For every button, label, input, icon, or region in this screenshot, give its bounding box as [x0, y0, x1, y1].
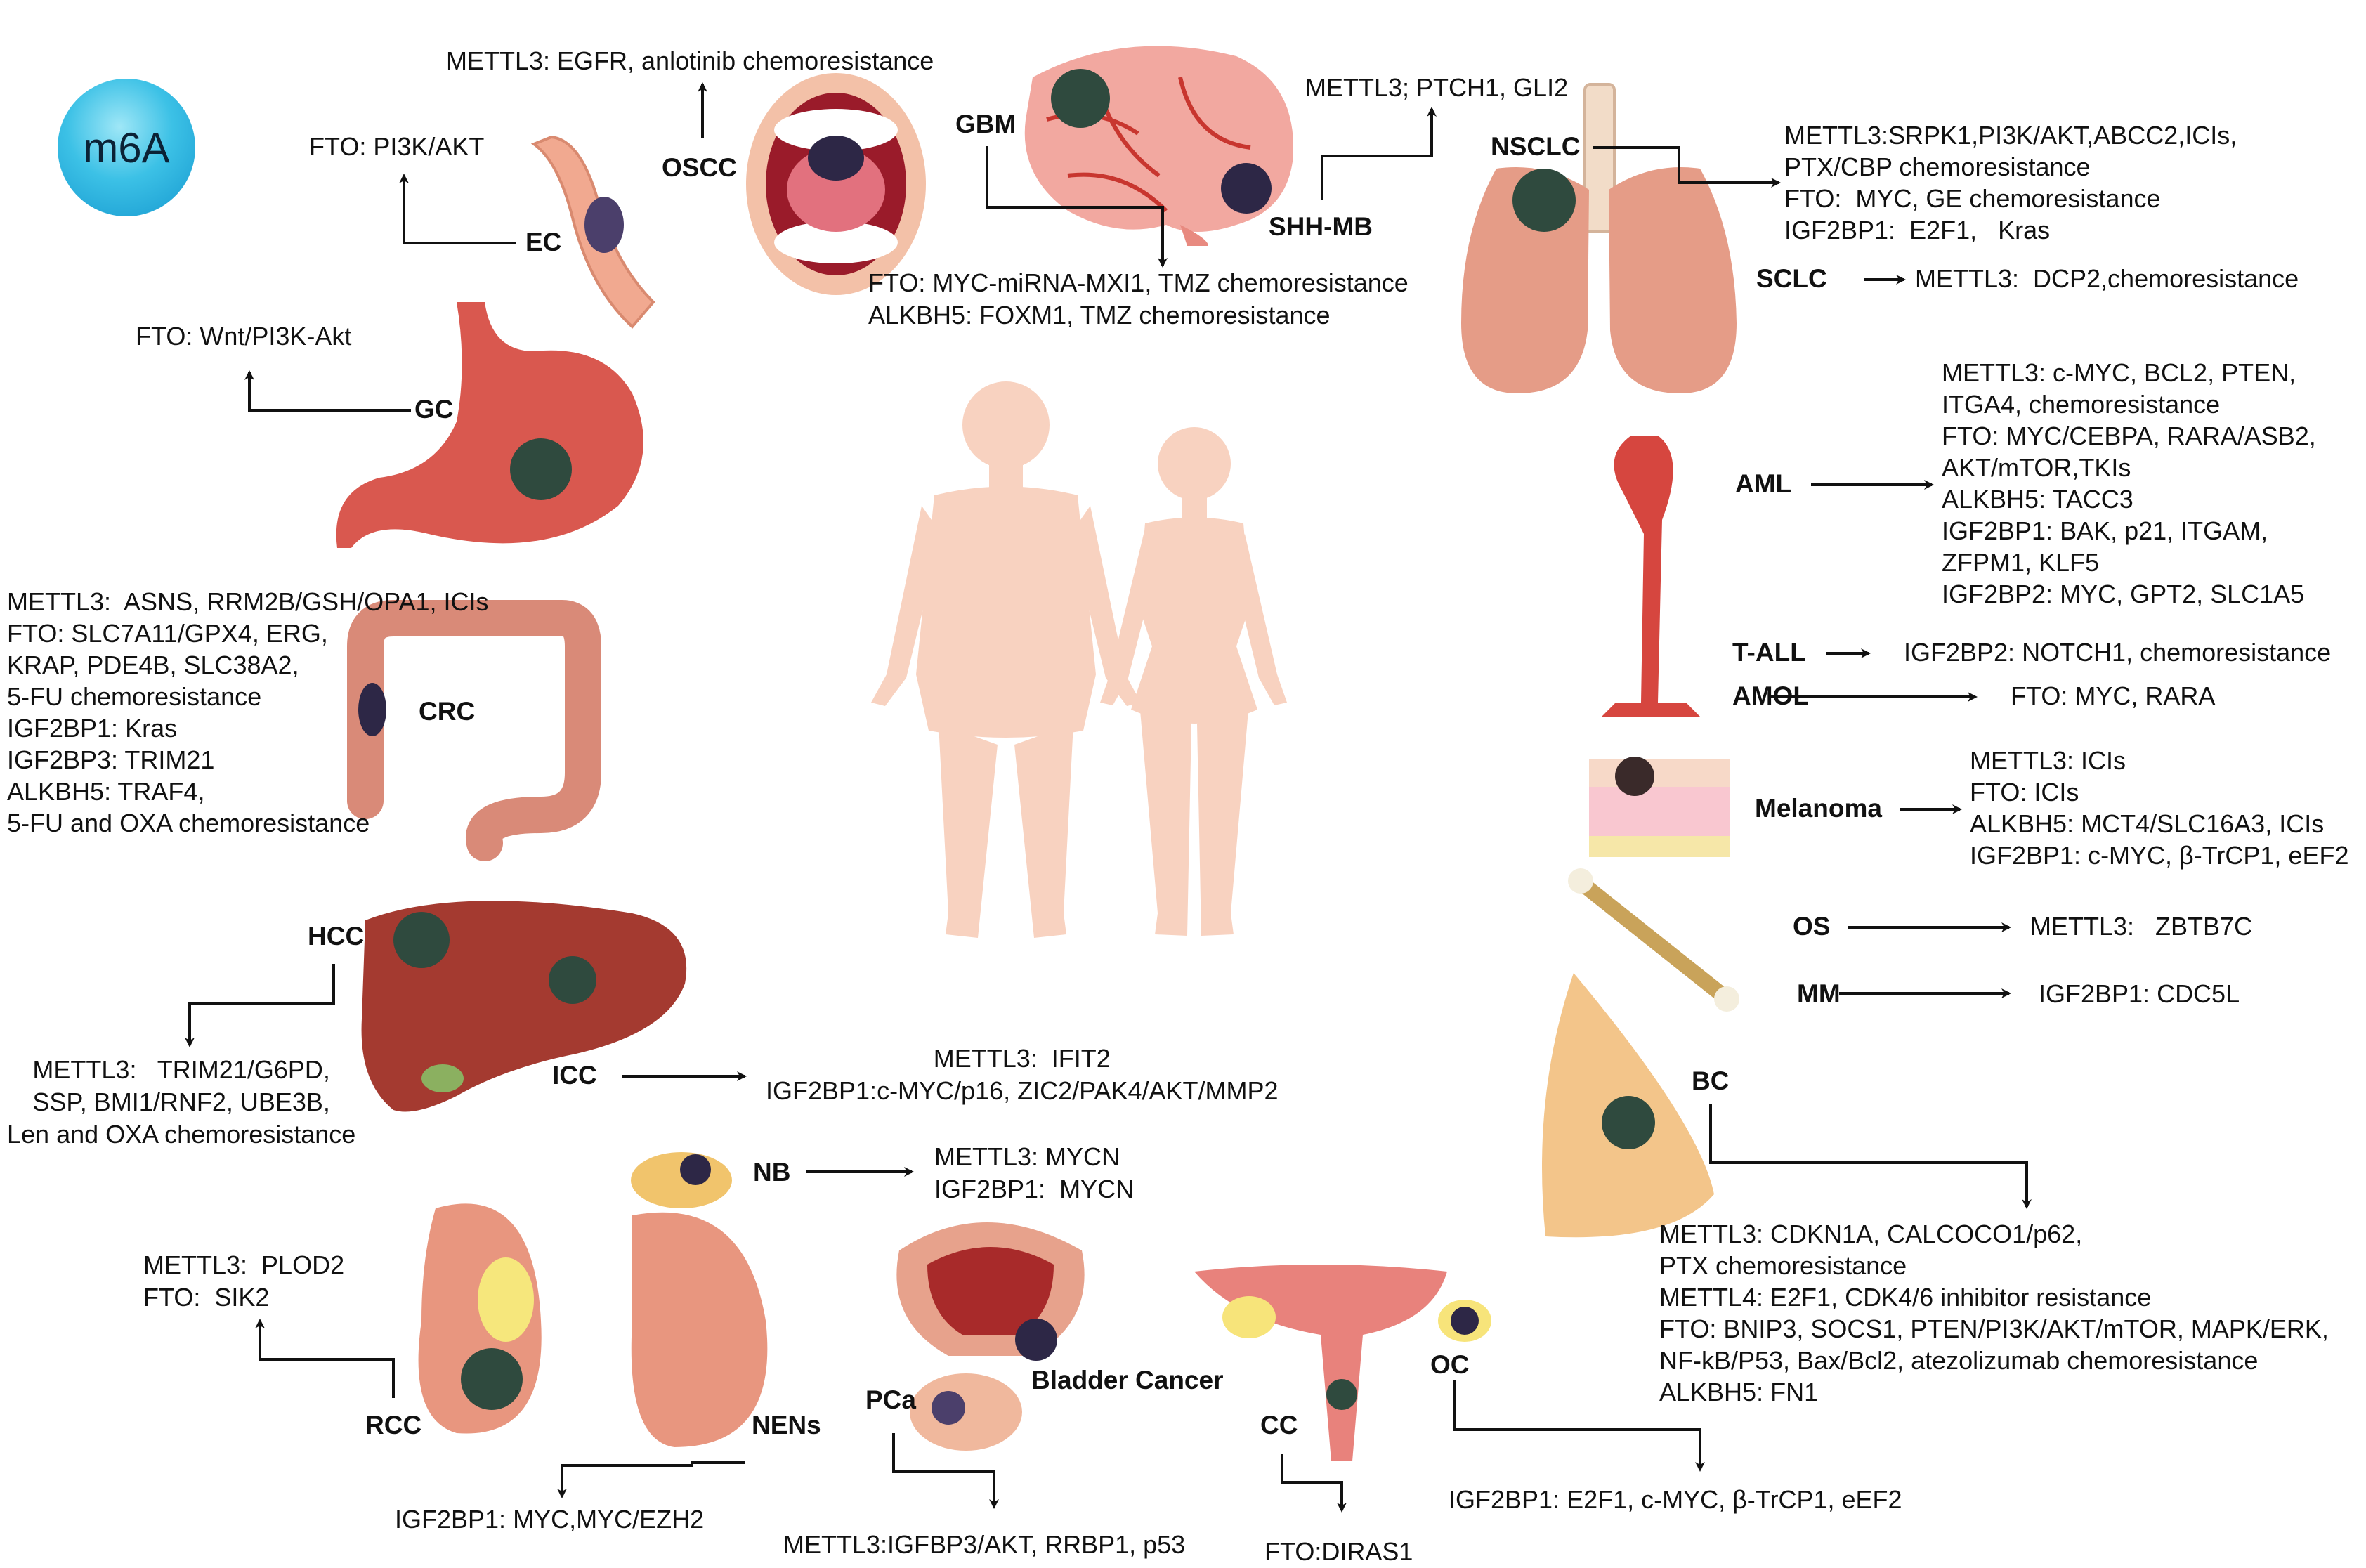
label-nb: NB [753, 1158, 791, 1187]
esophagus-illustration [530, 135, 655, 329]
targets-melanoma: METTL3: ICIs FTO: ICIs ALKBH5: MCT4/SLC1… [1970, 746, 2349, 870]
targets-nens: IGF2BP1: MYC,MYC/EZH2 [395, 1505, 705, 1534]
skin-illustration [1589, 757, 1730, 857]
bone-illustration [1568, 868, 1739, 1012]
arrow-shhmb [1321, 107, 1437, 200]
targets-gbm: FTO: MYC-miRNA-MXI1, TMZ chemoresistance… [868, 268, 1409, 329]
kidneys-illustration [418, 1152, 768, 1447]
arrow-pca [892, 1433, 999, 1509]
arrow-rcc [255, 1319, 395, 1398]
arrow-cc [1281, 1454, 1347, 1513]
aorta-illustration [1602, 436, 1700, 717]
arrow-bc [1709, 1104, 2032, 1209]
targets-ec: FTO: PI3K/AKT [309, 132, 485, 161]
uterus-illustration [1194, 1265, 1491, 1461]
targets-shh-mb: METTL3; PTCH1, GLI2 [1305, 73, 1569, 102]
arrow-hcc [185, 964, 335, 1047]
label-shh-mb: SHH-MB [1269, 212, 1373, 241]
label-os: OS [1793, 912, 1831, 941]
arrow-gbm [986, 146, 1168, 268]
label-nsclc: NSCLC [1491, 132, 1581, 161]
label-oc: OC [1430, 1350, 1470, 1379]
label-cc: CC [1260, 1411, 1298, 1439]
targets-tall: IGF2BP2: NOTCH1, chemoresistance [1904, 638, 2332, 667]
mouth-illustration [746, 73, 926, 295]
label-gbm: GBM [955, 110, 1017, 138]
targets-aml: METTL3: c-MYC, BCL2, PTEN, ITGA4, chemor… [1942, 358, 2316, 608]
targets-oscc: METTL3: EGFR, anlotinib chemoresistance [446, 46, 934, 75]
targets-icc: METTL3: IFIT2 IGF2BP1:c-MYC/p16, ZIC2/PA… [766, 1044, 1279, 1105]
colon-illustration [347, 600, 601, 861]
label-melanoma: Melanoma [1755, 794, 1882, 823]
targets-pca: METTL3:IGFBP3/AKT, RRBP1, p53 [783, 1530, 1186, 1559]
label-pca: PCa [865, 1385, 916, 1414]
bladder-illustration [896, 1222, 1085, 1451]
arrow-nsclc [1593, 146, 1781, 188]
targets-os: METTL3: ZBTB7C [2030, 912, 2253, 941]
label-amol: AMOL [1732, 681, 1809, 710]
targets-bc: METTL3: CDKN1A, CALCOCO1/p62, PTX chemor… [1659, 1220, 2329, 1406]
label-sclc: SCLC [1756, 264, 1827, 293]
targets-nsclc: METTL3:SRPK1,PI3K/AKT,ABCC2,ICIs, PTX/CB… [1784, 121, 2237, 244]
brain-illustration [1024, 46, 1293, 246]
arrow-nens [557, 1461, 745, 1498]
label-hcc: HCC [308, 922, 365, 950]
targets-hcc: METTL3: TRIM21/G6PD, SSP, BMI1/RNF2, UBE… [7, 1055, 356, 1149]
label-oscc: OSCC [662, 153, 737, 182]
connector-arrows [185, 82, 2032, 1513]
m6a-badge-label: m6A [83, 124, 170, 171]
label-bc: BC [1692, 1066, 1730, 1095]
breast-illustration [1542, 973, 1714, 1238]
arrow-oc [1453, 1380, 1705, 1472]
label-aml: AML [1735, 469, 1792, 498]
label-ec: EC [525, 228, 562, 256]
label-rcc: RCC [365, 1411, 422, 1439]
lungs-illustration [1461, 83, 1737, 393]
label-tall: T-ALL [1732, 638, 1806, 667]
m6a-badge: m6A [58, 79, 195, 216]
male-body-silhouette [871, 381, 1141, 938]
stomach-illustration [336, 302, 643, 548]
targets-amol: FTO: MYC, RARA [2011, 681, 2216, 710]
targets-gc: FTO: Wnt/PI3K-Akt [136, 322, 352, 351]
targets-crc: METTL3: ASNS, RRM2B/GSH/OPA1, ICIs FTO: … [7, 587, 489, 837]
targets-cc: FTO:DIRAS1 [1264, 1537, 1413, 1566]
targets-oc: IGF2BP1: E2F1, c-MYC, β-TrCP1, eEF2 [1449, 1485, 1902, 1514]
targets-rcc: METTL3: PLOD2 FTO: SIK2 [143, 1250, 345, 1312]
targets-mm: IGF2BP1: CDC5L [2039, 979, 2240, 1008]
female-body-silhouette [1100, 427, 1287, 936]
arrow-ec [399, 174, 516, 244]
label-nens: NENs [752, 1411, 821, 1439]
liver-illustration [361, 901, 687, 1112]
label-gc: GC [414, 395, 454, 424]
label-mm: MM [1797, 979, 1841, 1008]
label-icc: ICC [552, 1061, 597, 1090]
label-bladder-cancer: Bladder Cancer [1031, 1366, 1224, 1394]
targets-sclc: METTL3: DCP2,chemoresistance [1915, 264, 2299, 293]
label-crc: CRC [419, 697, 476, 726]
targets-nb: METTL3: MYCN IGF2BP1: MYCN [934, 1142, 1135, 1203]
arrow-gc [244, 370, 411, 412]
